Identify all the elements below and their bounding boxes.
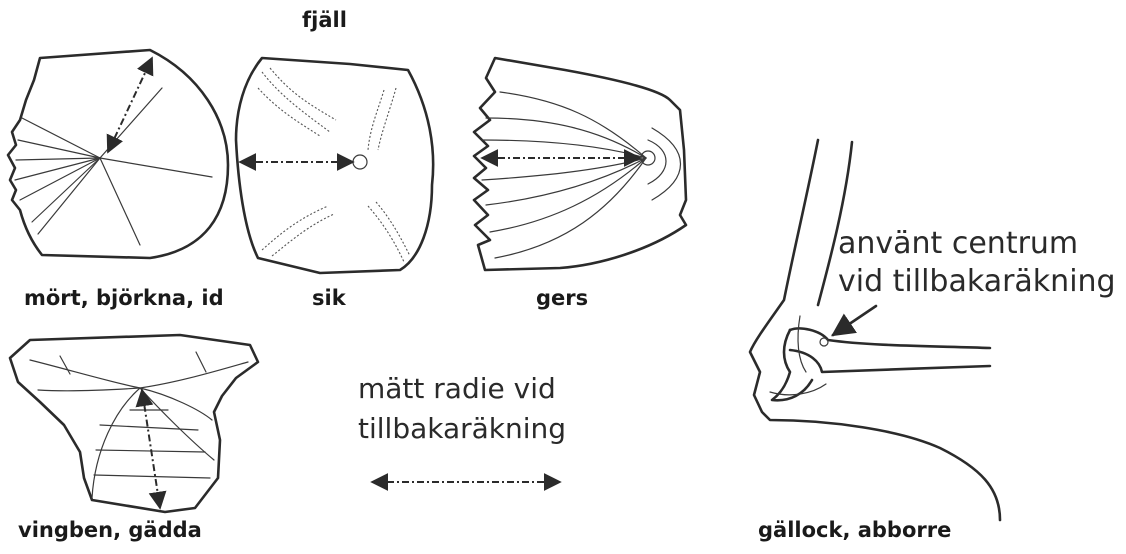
label-sik: sik (312, 286, 346, 310)
label-gallock: gällock, abborre (758, 518, 951, 542)
radius-annotation-line1: mätt radie vid (358, 372, 556, 405)
gallock-drawing (750, 140, 1000, 520)
label-mort: mört, björkna, id (24, 286, 224, 310)
centre-annotation-line2: vid tillbakaräkning (838, 264, 1116, 299)
scale-gers-drawing (474, 58, 686, 270)
scale-mort-drawing (8, 50, 228, 258)
centre-annotation-line1: använt centrum (838, 226, 1078, 261)
scale-sik-drawing (236, 58, 433, 273)
label-vingben: vingben, gädda (18, 518, 202, 542)
radius-annotation-line2: tillbakaräkning (358, 412, 566, 445)
label-gers: gers (536, 286, 588, 310)
vingben-drawing (10, 335, 258, 512)
title-fjall: fjäll (302, 8, 347, 32)
